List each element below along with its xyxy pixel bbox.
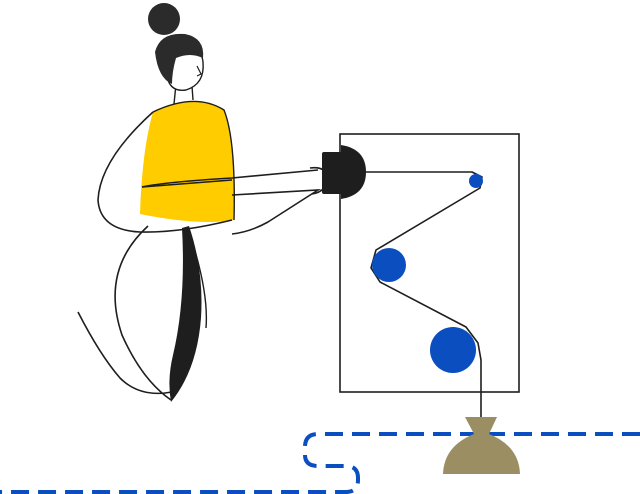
- belt-line: [356, 171, 483, 418]
- shirt: [140, 101, 235, 222]
- hand: [309, 166, 329, 195]
- crank-handle: [341, 145, 366, 199]
- back-arm: [97, 111, 233, 233]
- dashed-path: [0, 432, 640, 494]
- shirt-outline: [152, 100, 235, 221]
- machine-frame: [339, 133, 520, 393]
- sleeve-cuff: [141, 179, 233, 188]
- hair: [155, 33, 204, 84]
- hanging-weight: [443, 417, 520, 474]
- hair-bun: [148, 3, 180, 35]
- middle-pulley: [372, 248, 406, 282]
- leg-inner-line: [187, 228, 208, 329]
- nose-line: [196, 65, 202, 77]
- large-pulley: [430, 327, 476, 373]
- back-leg-outline: [77, 311, 173, 395]
- small-pulley: [469, 174, 483, 188]
- left-leg-outline: [114, 225, 172, 401]
- front-leg: [169, 226, 202, 402]
